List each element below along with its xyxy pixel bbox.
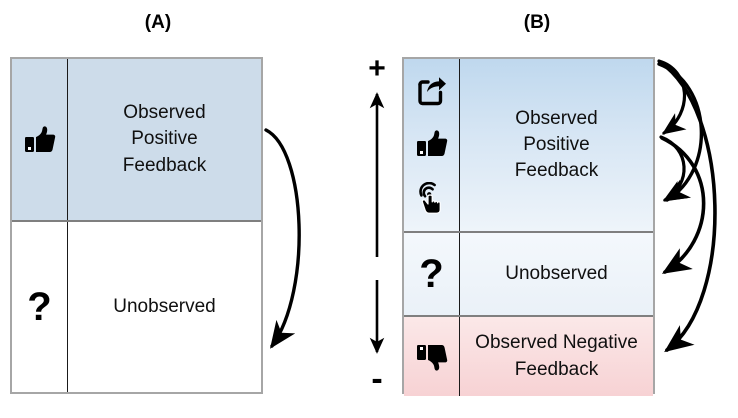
panel-b-top-to-positive-bottom-arrow	[657, 62, 704, 202]
panel-a-positive-icon-cell	[12, 59, 68, 220]
panel-a-unobserved-icon-cell: ?	[12, 222, 68, 392]
panel-b-title: (B)	[523, 12, 551, 33]
thumbs-down-icon	[416, 342, 448, 372]
share-icon	[416, 76, 447, 106]
panel-b-mid-to-positive-bottom-arrow	[659, 135, 688, 202]
panel-b-mid-to-unobserved-arrow	[660, 136, 706, 274]
axis-plus-sign: +	[368, 52, 386, 85]
panel-b-negative-icon-cell	[404, 317, 460, 396]
panel-a-row-unobserved: ? Unobserved	[12, 220, 261, 392]
panel-a-unobserved-label-text: Unobserved	[113, 295, 216, 317]
panel-b-positive-icon-cell	[404, 59, 460, 231]
panel-b-sentiment-axis: + -	[355, 52, 399, 397]
axis-arrows	[369, 92, 385, 354]
question-mark-icon: ?	[419, 252, 444, 296]
panel-b-row-unobserved: ? Unobserved	[404, 231, 653, 315]
panel-b-unobserved-label-text: Unobserved	[505, 262, 608, 284]
panel-b-top-to-negative-arrow	[658, 60, 717, 353]
axis-minus-sign: -	[371, 360, 383, 398]
tap-gesture-icon	[415, 181, 448, 214]
thumbs-up-icon	[24, 125, 56, 155]
panel-a-title: (A)	[144, 12, 172, 33]
panel-b-unobserved-label: Unobserved	[460, 233, 653, 315]
question-mark-icon: ?	[27, 285, 52, 329]
panel-b-unobserved-icon-cell: ?	[404, 233, 460, 315]
panel-a-positive-to-unobserved-arrow	[264, 128, 301, 349]
panel-a-unobserved-label: Unobserved	[68, 222, 261, 392]
panel-b-top-to-mid-arrow	[657, 59, 687, 135]
thumbs-up-icon	[416, 129, 448, 159]
